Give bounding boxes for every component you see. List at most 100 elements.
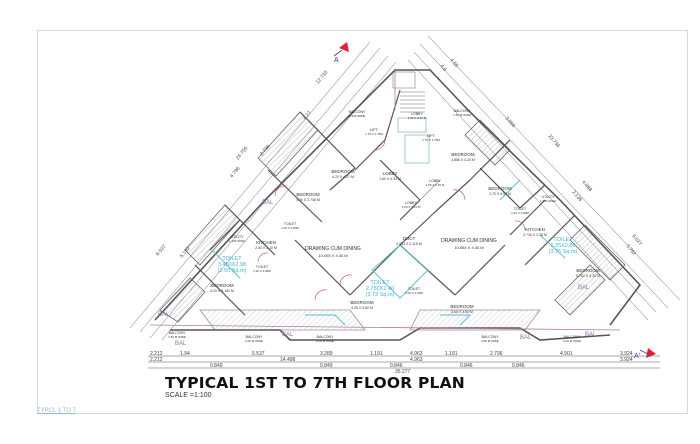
room-balcony-bottom-2: BALCONY [246, 335, 263, 339]
section-arrow-top [333, 42, 349, 57]
svg-text:1.94: 1.94 [180, 351, 190, 357]
room-toilet-left-b: TOILET [256, 265, 269, 269]
svg-text:4.888: 4.888 [580, 179, 593, 193]
svg-text:4.20 X 4.27 M: 4.20 X 4.27 M [332, 175, 354, 179]
toilet-area-labels: TOILET 3.450X2.98 (3.50 Sq.m) TOILET 2.7… [218, 237, 578, 298]
svg-text:14.498: 14.498 [280, 357, 296, 363]
svg-text:0.846: 0.846 [512, 363, 525, 369]
bottom-dimension-text: 2.212 1.94 5.537 3.289 1.191 4.963 1.191… [150, 351, 633, 375]
svg-text:2.00 X 1.50M: 2.00 X 1.50M [405, 291, 423, 295]
room-balcony-bottom-4: BALCONY [482, 335, 499, 339]
room-lobby-main: LOBBY [382, 171, 397, 176]
svg-text:BAL: BAL [282, 332, 294, 338]
svg-text:3.450X2.98: 3.450X2.98 [218, 262, 246, 268]
svg-text:3.909: 3.909 [503, 115, 516, 129]
toilet-outlines [211, 179, 566, 326]
svg-text:4.20 X 5.152 M: 4.20 X 5.152 M [210, 289, 234, 293]
svg-text:1.191: 1.191 [445, 351, 458, 357]
partition-lines [149, 70, 621, 331]
room-lift-a: LIFT [370, 127, 379, 132]
room-labels: BEDROOM 4.20 X 4.27 M BEDROOM 4.20 X 2.7… [168, 109, 600, 343]
svg-text:BAL: BAL [158, 312, 170, 318]
svg-text:1.20 X 2.80M: 1.20 X 2.80M [253, 269, 271, 273]
svg-text:2.653 X 2.115 M: 2.653 X 2.115 M [396, 242, 422, 246]
room-bedroom-mid-left: BEDROOM [296, 192, 320, 197]
room-balcony-bottom-3: BALCONY [317, 335, 334, 339]
svg-text:2.00 M WIDE: 2.00 M WIDE [481, 339, 499, 343]
svg-text:2.212: 2.212 [150, 357, 163, 363]
svg-text:1.75 X 1.75M: 1.75 X 1.75M [365, 132, 383, 136]
svg-text:1.80 X 4.33 M: 1.80 X 4.33 M [379, 177, 401, 181]
svg-text:4.25 X 3.60 M: 4.25 X 3.60 M [351, 306, 373, 310]
svg-text:(3.75 Sq.m): (3.75 Sq.m) [549, 249, 578, 255]
room-lobby-stair: LOBBY [411, 112, 423, 116]
svg-text:35.277: 35.277 [395, 369, 411, 375]
svg-text:BAL: BAL [578, 285, 590, 291]
svg-text:BAL: BAL [262, 200, 274, 206]
room-bedroom-mid-right: BEDROOM [488, 186, 512, 191]
svg-text:0.849: 0.849 [210, 363, 223, 369]
interior-walls [194, 89, 576, 316]
svg-text:4.963: 4.963 [410, 357, 423, 363]
svg-text:2.80 X 2.25 M: 2.80 X 2.25 M [426, 183, 445, 187]
room-balcony-top-right: BALCONY [454, 109, 471, 113]
svg-text:1.20 X 2.80M: 1.20 X 2.80M [281, 226, 299, 230]
svg-text:3.924: 3.924 [620, 357, 633, 363]
room-dining-right: DRAWING CUM DINING [441, 238, 497, 244]
svg-text:TOILET: TOILET [222, 256, 242, 262]
svg-text:4.8: 4.8 [438, 63, 447, 72]
svg-text:3.60 X 3.60 M: 3.60 X 3.60 M [451, 310, 473, 314]
bottom-dimension-lines [148, 355, 660, 369]
svg-text:2.70 X 4.00 M: 2.70 X 4.00 M [489, 192, 511, 196]
section-label-a-prime: A' [634, 353, 640, 360]
section-arrow-bottom [639, 348, 656, 358]
room-utility-right: UTILITY [541, 195, 555, 199]
svg-text:(3.50 Sq.m): (3.50 Sq.m) [218, 268, 247, 274]
svg-text:6.027: 6.027 [155, 244, 168, 258]
svg-text:3.924: 3.924 [620, 351, 633, 357]
room-kitchen-right: KITCHEN [525, 227, 545, 232]
svg-text:10.854 X 4.40 M: 10.854 X 4.40 M [454, 245, 483, 250]
sheet-tag: TYPCL 1 TO 7 [37, 408, 76, 414]
svg-text:2.60 X 2.10 M: 2.60 X 2.10 M [255, 246, 277, 250]
svg-text:5.537: 5.537 [252, 351, 265, 357]
room-utility-left: UTILITY [230, 235, 244, 239]
svg-text:TOILET: TOILET [553, 237, 573, 243]
svg-text:4.796: 4.796 [229, 166, 242, 180]
svg-text:2.00 M WIDE: 2.00 M WIDE [245, 339, 263, 343]
svg-text:2.796: 2.796 [490, 351, 503, 357]
staircase [392, 71, 430, 164]
left-dimension-text: 24.755 12.733 4.796 2.736 4.27 5.152 6.0… [155, 70, 330, 260]
room-lift-b: LIFT [427, 133, 436, 138]
drawing-scale: SCALE =1:100 [165, 392, 212, 399]
svg-text:4.55: 4.55 [448, 57, 459, 68]
room-bedroom-top-left: BEDROOM [331, 169, 355, 174]
svg-text:4.27: 4.27 [302, 110, 313, 121]
svg-text:1.406 WIDE: 1.406 WIDE [540, 199, 556, 203]
svg-text:BAL: BAL [585, 332, 597, 338]
room-lobby-a: LOBBY [405, 201, 417, 205]
svg-text:1.50 M WIDE: 1.50 M WIDE [453, 113, 471, 117]
svg-text:1.75 X 1.75M: 1.75 X 1.75M [422, 138, 440, 142]
svg-text:1.406 WIDE: 1.406 WIDE [349, 114, 365, 118]
room-toilet-left-a: TOILET [284, 222, 297, 226]
room-lobby-b: LOBBY [429, 179, 441, 183]
svg-text:1.25X2.86: 1.25X2.86 [550, 243, 575, 249]
room-bedroom-bottom-left: BEDROOM [350, 300, 374, 305]
svg-text:5.762 X 4.20 M: 5.762 X 4.20 M [576, 274, 600, 278]
drawing-frame [37, 30, 688, 414]
room-bedroom-low-left: BEDROOM [210, 283, 234, 288]
room-bedroom-low-right: BEDROOM [576, 268, 600, 273]
room-duct: DUCT [403, 236, 416, 241]
svg-text:24.755: 24.755 [235, 146, 250, 162]
room-bedroom-top-right: BEDROOM [451, 152, 475, 157]
svg-text:5.762: 5.762 [624, 243, 637, 257]
right-dimension-lines [407, 35, 681, 321]
svg-text:(3.73 Sq.m): (3.73 Sq.m) [366, 292, 395, 298]
room-toilet-right-a: TOILET [514, 207, 527, 211]
svg-text:3.289: 3.289 [320, 351, 333, 357]
svg-text:2.00 M WIDE: 2.00 M WIDE [563, 339, 581, 343]
svg-text:0.849: 0.849 [320, 363, 333, 369]
room-dining-left: DRAWING CUM DINING [305, 246, 361, 252]
